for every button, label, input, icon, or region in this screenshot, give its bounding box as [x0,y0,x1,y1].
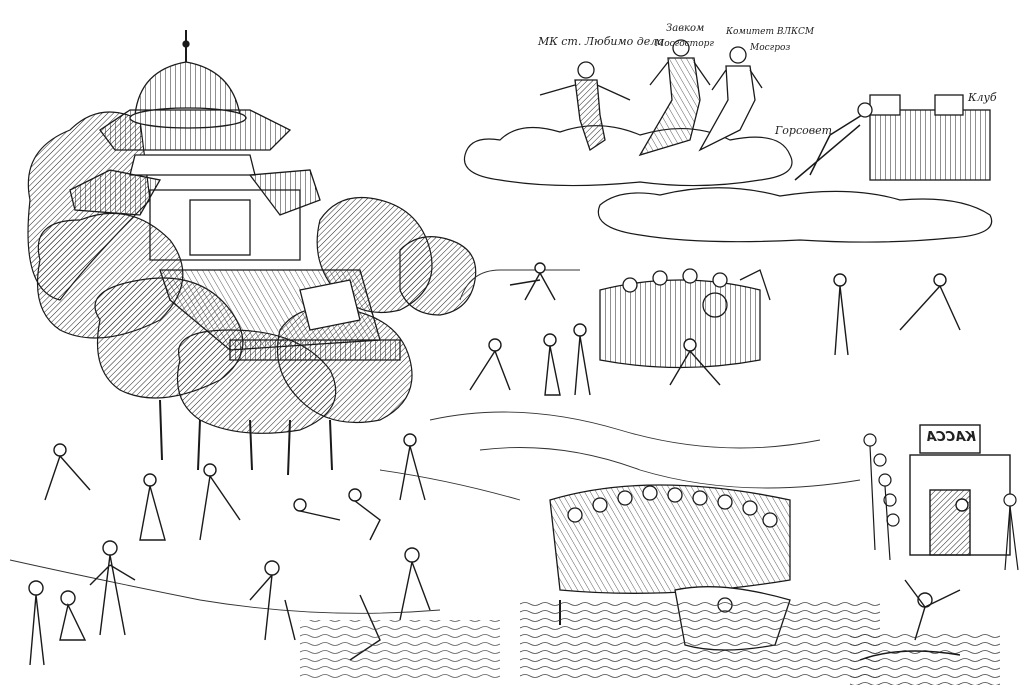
kassa-sign: КАССА [926,430,976,445]
tree-trunks [159,399,333,476]
caption-komitet-2: Мосгроз [750,43,791,53]
drowning-figure [859,579,961,661]
ticket-office [909,424,1011,556]
caption-club: Клуб [968,91,997,104]
caption-mk: МК ст. Любимо дела [538,35,664,48]
queue [863,433,1019,571]
ground-paths [9,269,861,614]
rotunda-bandstand [69,30,401,361]
club-hut [794,94,991,181]
caption-gorsovet: Горсовет [775,124,833,137]
water [300,600,1000,685]
caption-zavkom-1: Завком [666,23,705,34]
caption-komitet-1: Комитет ВЛКСМ [726,27,815,37]
caption-zavkom-2: Мосгосторг [655,39,714,49]
musicians-stand [599,268,771,369]
officials-in-clouds [539,39,763,157]
